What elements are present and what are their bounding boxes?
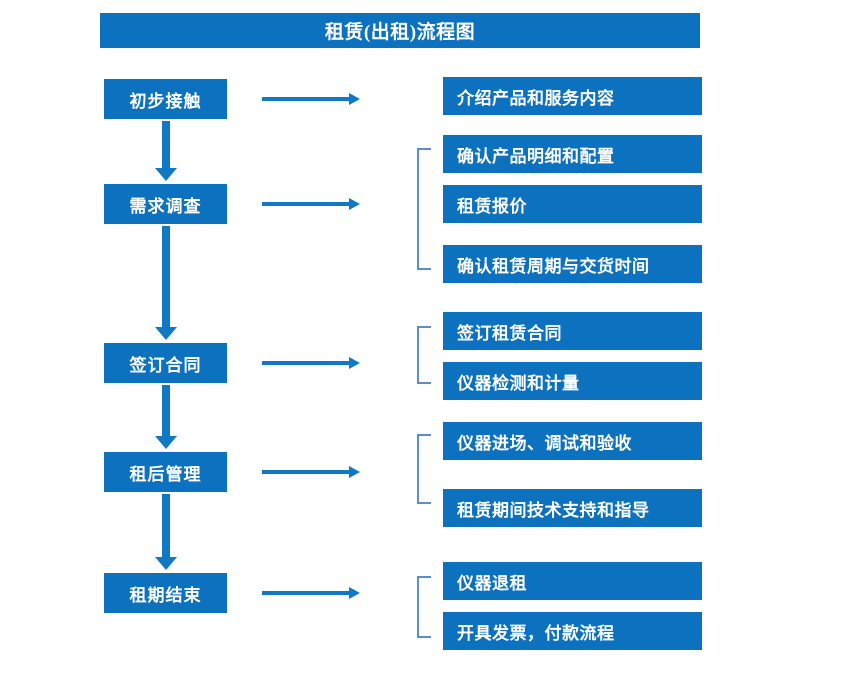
stage-connector-arrow-1 [155,121,177,181]
detail-box-3[interactable]: 租赁报价 [443,185,702,223]
branch-arrow-2 [262,196,360,212]
stage-connector-arrow-3 [155,385,177,449]
stage-box-1[interactable]: 初步接触 [104,79,227,119]
detail-box-9[interactable]: 仪器退租 [443,562,702,600]
branch-arrow-3 [262,355,360,371]
detail-box-1[interactable]: 介绍产品和服务内容 [443,77,702,115]
branch-arrow-5 [262,585,360,601]
detail-box-6[interactable]: 仪器检测和计量 [443,362,702,400]
stage-box-3[interactable]: 签订合同 [104,343,227,383]
stage-box-5[interactable]: 租期结束 [104,573,227,613]
detail-box-5[interactable]: 签订租赁合同 [443,312,702,350]
detail-box-4[interactable]: 确认租赁周期与交货时间 [443,245,702,283]
stage-connector-arrow-2 [155,226,177,340]
detail-box-2[interactable]: 确认产品明细和配置 [443,135,702,173]
stage-box-4[interactable]: 租后管理 [104,452,227,492]
group-bracket-4 [417,576,431,638]
stage-connector-arrow-4 [155,494,177,570]
detail-box-10[interactable]: 开具发票，付款流程 [443,612,702,650]
stage-box-2[interactable]: 需求调查 [104,184,227,224]
group-bracket-2 [417,326,431,384]
group-bracket-3 [417,434,431,504]
branch-arrow-1 [262,91,360,107]
detail-box-8[interactable]: 租赁期间技术支持和指导 [443,489,702,527]
page-title: 租赁(出租)流程图 [100,13,700,48]
group-bracket-1 [417,148,431,270]
branch-arrow-4 [262,464,360,480]
detail-box-7[interactable]: 仪器进场、调试和验收 [443,422,702,460]
